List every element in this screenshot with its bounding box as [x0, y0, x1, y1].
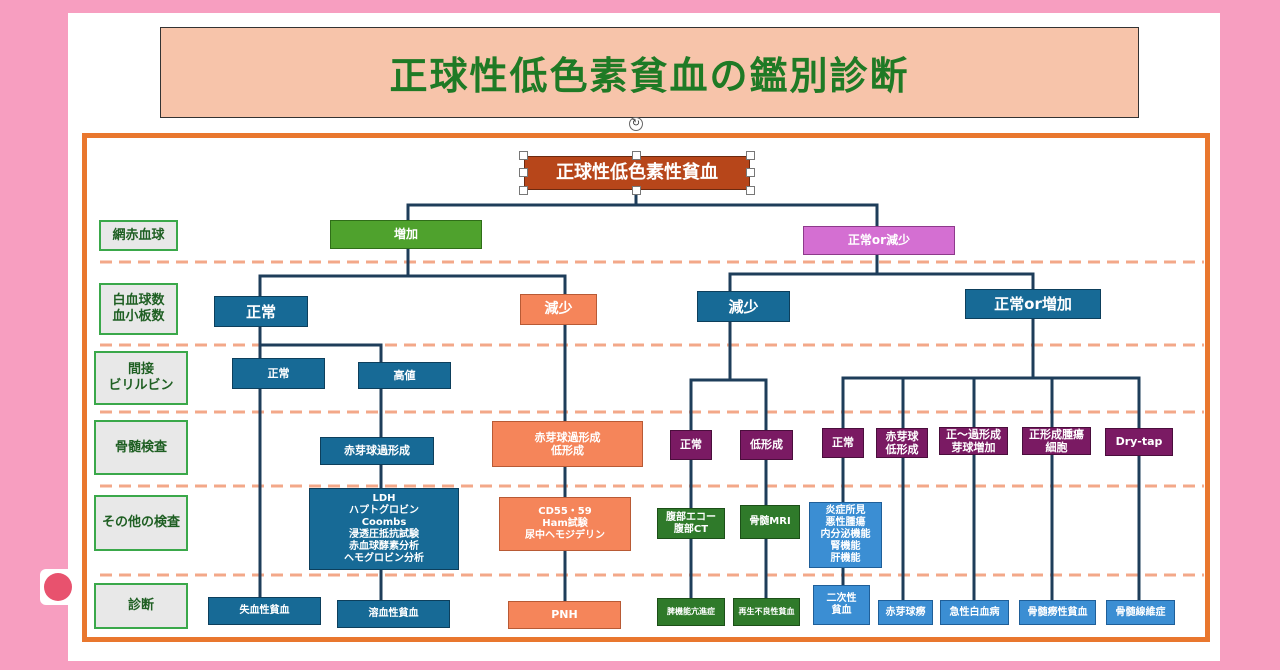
- page-title: 正球性低色素貧血の鑑別診断: [389, 54, 910, 98]
- resize-handle[interactable]: [632, 186, 641, 195]
- node-other-abdominal-imaging: 腹部エコー 腹部CT: [657, 508, 725, 539]
- diagnosis-aplastic-anemia: 再生不良性貧血: [733, 598, 800, 626]
- node-reticulocyte-increase: 増加: [330, 220, 482, 249]
- node-marrow-erythroid-hyperplasia: 赤芽球過形成: [320, 437, 434, 465]
- node-other-pnh-tests: CD55・59 Ham試験 尿中ヘモジデリン: [499, 497, 631, 551]
- diagnosis-acute-leukemia: 急性白血病: [940, 600, 1009, 625]
- resize-handle[interactable]: [519, 168, 528, 177]
- connector: [877, 272, 1035, 290]
- row-separators: [100, 260, 1204, 577]
- row-label-other-tests: その他の検査: [94, 495, 188, 551]
- diagnosis-blood-loss-anemia: 失血性貧血: [208, 597, 321, 625]
- diagnosis-pnh: PNH: [508, 601, 621, 629]
- connector: [730, 378, 768, 430]
- connector: [258, 248, 410, 296]
- connector: [728, 254, 879, 292]
- node-reticulocyte-normal-or-decrease: 正常or減少: [803, 226, 955, 255]
- resize-handle[interactable]: [519, 186, 528, 195]
- node-marrow-hypoplasia: 低形成: [740, 430, 793, 460]
- diagnosis-myelofibrosis: 骨髄線維症: [1106, 600, 1175, 625]
- node-marrow-hyper-hypo: 赤芽球過形成 低形成: [492, 421, 643, 467]
- node-bilirubin-high: 高値: [358, 362, 451, 389]
- node-marrow-normal-a: 正常: [670, 430, 712, 460]
- node-marrow-tumor-cells: 正形成腫瘍 細胞: [1022, 427, 1091, 455]
- row-label-diagnosis: 診断: [94, 583, 188, 629]
- row-label-reticulocyte: 網赤血球: [99, 220, 178, 251]
- node-marrow-normo-hyper-blast: 正～過形成 芽球増加: [939, 427, 1008, 455]
- connector: [258, 327, 383, 362]
- row-label-wbc-platelet: 白血球数 血小板数: [99, 283, 178, 335]
- connector: [636, 203, 879, 227]
- diagnosis-hypersplenism: 脾機能亢進症: [657, 598, 725, 626]
- row-label-bone-marrow: 骨髄検査: [94, 420, 188, 475]
- diagram-frame: [82, 133, 1210, 642]
- node-other-hemolysis-tests: LDH ハプトグロビン Coombs 浸透圧抵抗試験 赤血球酵素分析 ヘモグロビ…: [309, 488, 459, 570]
- resize-handle[interactable]: [746, 186, 755, 195]
- node-wbc-normal: 正常: [214, 296, 308, 327]
- resize-handle[interactable]: [746, 168, 755, 177]
- node-marrow-normal-b: 正常: [822, 428, 864, 458]
- connector: [689, 322, 732, 430]
- resize-handle[interactable]: [519, 151, 528, 160]
- title-banner: 正球性低色素貧血の鑑別診断: [160, 27, 1139, 118]
- node-wbc-decrease-left: 減少: [520, 294, 597, 325]
- connector: [406, 193, 638, 221]
- node-marrow-erythroblast-hypo: 赤芽球 低形成: [876, 428, 928, 458]
- node-other-secondary-workup: 炎症所見 悪性腫瘍 内分泌機能 腎機能 肝機能: [809, 502, 882, 568]
- node-bilirubin-normal: 正常: [232, 358, 325, 389]
- site-logo-icon: [40, 569, 76, 605]
- diagnosis-hemolytic-anemia: 溶血性貧血: [337, 600, 450, 628]
- node-other-marrow-mri: 骨髄MRI: [740, 505, 800, 539]
- diagnosis-myelophthisic-anemia: 骨髄癆性貧血: [1019, 600, 1096, 625]
- diagnosis-erythroblastopenia: 赤芽球癆: [878, 600, 933, 625]
- row-label-indirect-bilirubin: 間接 ビリルビン: [94, 351, 188, 405]
- resize-handle[interactable]: [632, 151, 641, 160]
- node-wbc-normal-or-increase: 正常or増加: [965, 289, 1101, 319]
- node-marrow-dry-tap: Dry-tap: [1105, 428, 1173, 456]
- root-node[interactable]: 正球性低色素性貧血: [524, 156, 750, 190]
- rotate-handle-icon[interactable]: ↻: [629, 117, 643, 131]
- connector: [1033, 376, 1141, 428]
- diagnosis-secondary-anemia: 二次性 貧血: [813, 585, 870, 625]
- connector: [408, 274, 567, 294]
- connector: [841, 319, 1035, 428]
- resize-handle[interactable]: [746, 151, 755, 160]
- node-wbc-decrease-right: 減少: [697, 291, 790, 322]
